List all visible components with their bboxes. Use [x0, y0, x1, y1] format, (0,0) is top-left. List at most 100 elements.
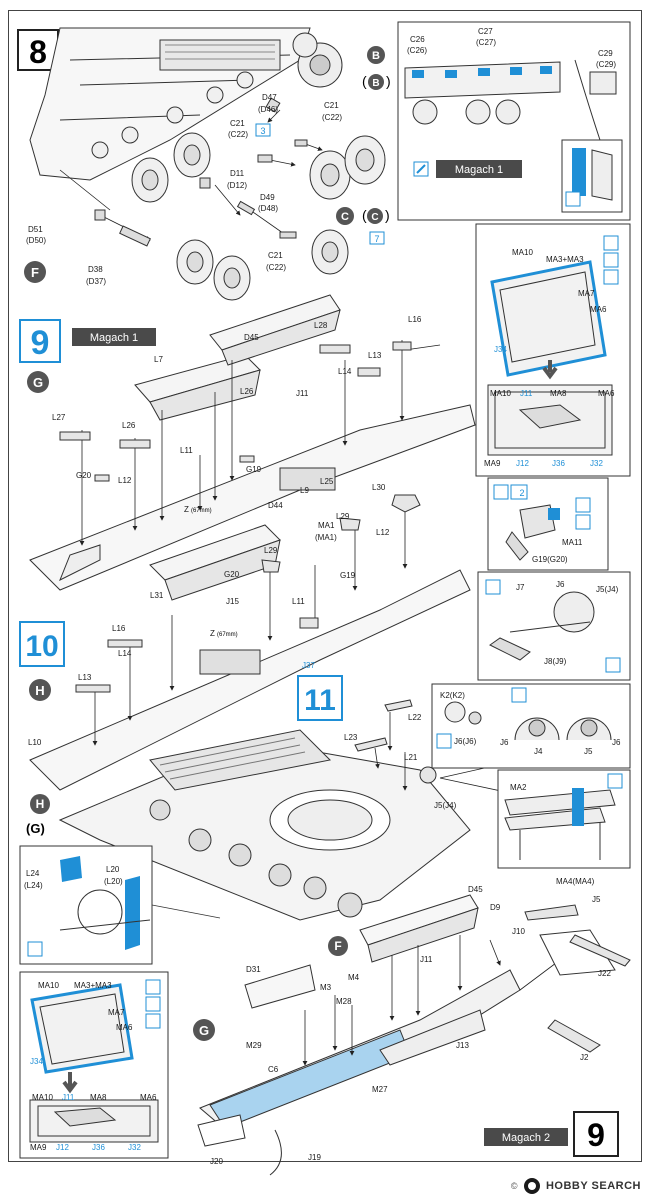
part-label: MA6 [116, 1023, 133, 1032]
part-label: MA7 [578, 289, 595, 298]
paren-open: ( [362, 73, 367, 89]
step-number: 9 [587, 1117, 605, 1153]
part-label: L24 [26, 869, 40, 878]
part-label: D45 [468, 885, 483, 894]
paint-brush-icon [416, 164, 426, 174]
part-label: C29 [598, 49, 613, 58]
fender-drawing [199, 894, 521, 1129]
variant-tag [72, 328, 156, 346]
marker-f [24, 261, 46, 283]
marker-f-label: F [31, 265, 39, 280]
part-label: (D48) [258, 204, 278, 213]
part-label: G19 [340, 571, 356, 580]
part-label: MA8 [550, 389, 567, 398]
paren-open: ( [362, 207, 367, 223]
part-label: D47 [262, 93, 277, 102]
upper-side-icon [603, 252, 619, 268]
step-9-section: 9 Magach 1 G [19, 223, 631, 591]
part-label: D49 [260, 193, 275, 202]
part-label: L7 [154, 355, 163, 364]
part-label: M4 [348, 973, 360, 982]
part-label: (C22) [322, 113, 342, 122]
marker-g [27, 371, 49, 393]
marker-b-alt-label: B [372, 78, 379, 89]
step-8-section: 8 [17, 21, 631, 301]
paren-close: ) [386, 73, 391, 89]
paint-brush-icon [565, 191, 581, 207]
part-label: MA3+MA3 [546, 255, 584, 264]
part-label: MA7 [108, 1008, 125, 1017]
step-number-box [19, 621, 65, 667]
step-number: 10 [25, 630, 58, 663]
marker-c-alt [367, 208, 383, 224]
part-label: L22 [408, 713, 422, 722]
part-label: (67mm) [217, 632, 238, 638]
copyright-symbol: © [510, 1181, 518, 1191]
part-label: J2 [580, 1053, 589, 1062]
fender-drawing [29, 569, 471, 791]
part-label: (L24) [24, 881, 43, 890]
part-label: L14 [118, 649, 132, 658]
part-label: (D12) [227, 181, 247, 190]
part-label: MA6 [140, 1093, 157, 1102]
part-label: L13 [78, 673, 92, 682]
part-label: L14 [338, 367, 352, 376]
inset-g19: 2 [487, 477, 609, 571]
multiplier-count: 2 [519, 488, 524, 498]
part-label: J10 [512, 927, 525, 936]
part-label: M28 [336, 997, 352, 1006]
part-label: J13 [456, 1041, 469, 1050]
part-label: C21 [230, 119, 245, 128]
fender-drawing [29, 404, 476, 591]
part-label: L28 [314, 321, 328, 330]
small-parts [59, 341, 412, 482]
part-label: L23 [344, 733, 358, 742]
marker-b-label: B [372, 50, 380, 62]
marker-b-alt [368, 74, 384, 90]
assembly-lines [92, 510, 408, 746]
part-label: K2(K2) [440, 691, 465, 700]
part-label: D9 [490, 903, 501, 912]
part-label: L16 [408, 315, 422, 324]
marker-h-label: H [35, 683, 44, 698]
part-label: (C22) [266, 263, 286, 272]
part-label: D11 [230, 169, 245, 178]
tank-hull-drawing [58, 729, 471, 921]
marker-b [367, 46, 385, 64]
variant-tag [436, 160, 522, 178]
part-label: J8(J9) [544, 657, 567, 666]
marker-h [29, 679, 51, 701]
part-label: J20 [210, 1157, 223, 1166]
part-label: J11 [62, 1093, 75, 1102]
inset-j-parts [477, 571, 631, 681]
part-label: J11 [296, 389, 309, 398]
marker-g-label: G [199, 1023, 209, 1038]
part-label: J11 [420, 955, 433, 964]
part-label: MA9 [484, 459, 501, 468]
inset-step9b-detail [19, 971, 169, 1159]
part-label: J36 [552, 459, 565, 468]
small-parts [354, 699, 437, 784]
part-label: J5(J4) [434, 801, 457, 810]
part-label: D38 [88, 265, 103, 274]
stowage-boxes [134, 294, 341, 421]
inset-step9-detail [475, 223, 631, 477]
part-label: G20 [76, 471, 92, 480]
assembly-lines [302, 935, 561, 1066]
part-label: MA1 [318, 521, 335, 530]
part-label: L31 [150, 591, 164, 600]
part-label: L12 [376, 528, 390, 537]
part-label: L16 [112, 624, 126, 633]
part-label: L11 [180, 446, 193, 455]
part-label: (C27) [476, 38, 496, 47]
part-label: J34 [494, 345, 507, 354]
part-label: L9 [300, 486, 309, 495]
part-label: J37 [302, 661, 315, 670]
step-number: 11 [304, 684, 336, 717]
part-label: G19 [246, 465, 262, 474]
part-label: (D46) [258, 105, 278, 114]
part-label: J6 [556, 580, 565, 589]
marker-c [336, 207, 354, 225]
part-label: MA6 [598, 389, 615, 398]
marker-g-alt: (G) [26, 821, 45, 836]
